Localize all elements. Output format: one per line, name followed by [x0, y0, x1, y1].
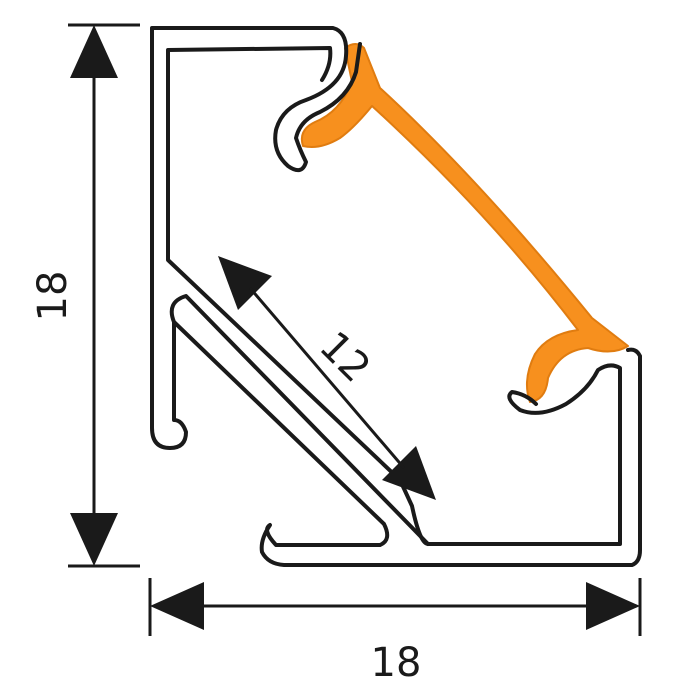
- diagonal-dimension: 12: [218, 256, 436, 500]
- profile-outer-contour: [150, 26, 642, 567]
- width-arrow-right: [586, 582, 640, 630]
- diagonal-arrow-top: [218, 256, 272, 310]
- profile-inner-wall: [166, 46, 622, 546]
- height-arrow-top: [70, 25, 118, 78]
- height-dimension: 18: [30, 23, 140, 568]
- width-dimension: 18: [148, 578, 642, 686]
- diffuser-lens: [300, 43, 629, 403]
- diagonal-dimension-line: [248, 287, 406, 469]
- diagonal-arrow-bottom: [382, 446, 436, 500]
- aluminium-profile: [150, 26, 642, 567]
- diffuser-body: [300, 43, 629, 403]
- height-arrow-bottom: [70, 513, 118, 566]
- width-arrow-left: [150, 582, 204, 630]
- diagonal-label: 12: [310, 323, 379, 392]
- width-label: 18: [371, 640, 422, 686]
- height-label: 18: [30, 271, 76, 322]
